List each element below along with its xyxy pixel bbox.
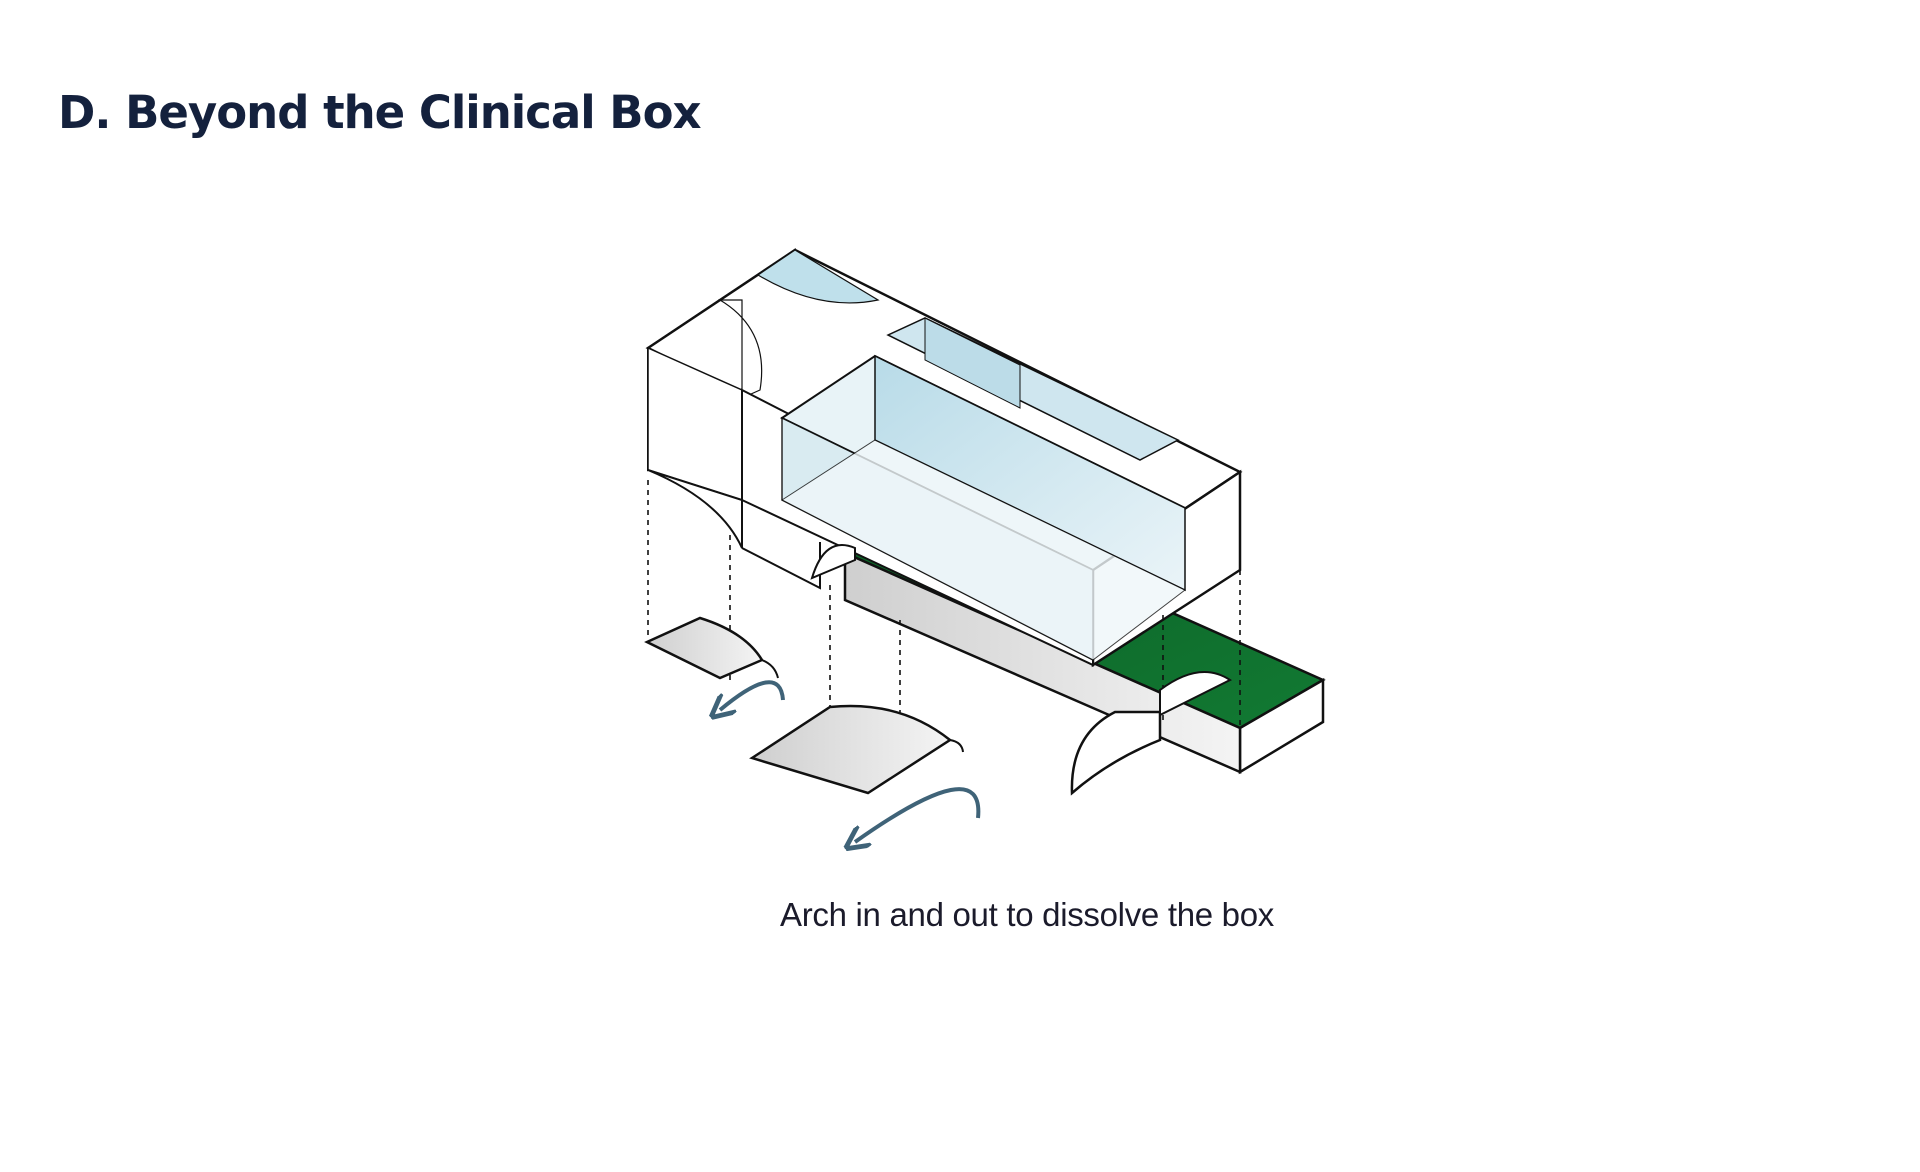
arch-cutout-pieces	[644, 616, 1232, 796]
vertical-arch-piece	[1070, 671, 1232, 796]
rotation-arrow-large	[855, 787, 981, 842]
diagram-caption: Arch in and out to dissolve the box	[780, 896, 1274, 933]
small-arch-piece	[644, 616, 779, 680]
large-arch-piece	[749, 704, 964, 795]
building-volume	[645, 248, 1243, 668]
rotation-arrow-small	[720, 680, 785, 710]
slide-title: D. Beyond the Clinical Box	[58, 86, 702, 139]
rotation-arrows	[720, 680, 981, 842]
